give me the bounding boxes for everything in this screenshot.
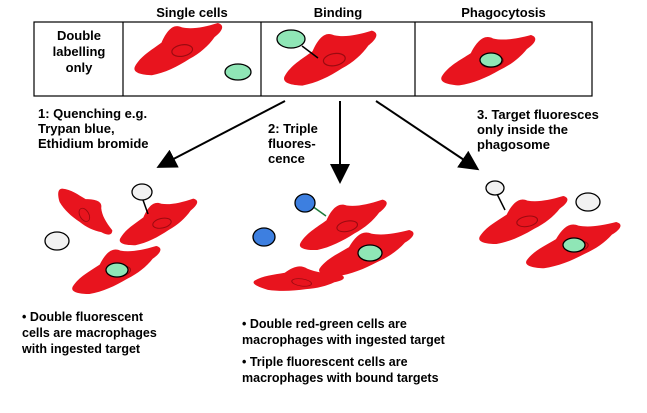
macrophage-cell (479, 195, 568, 245)
cell-body (479, 195, 568, 245)
binding-link (301, 45, 319, 59)
header-binding: Binding (313, 5, 363, 20)
header-phagocytosis: Phagocytosis (461, 5, 546, 20)
arrow-quenching (156, 100, 286, 168)
target-blue (252, 227, 276, 247)
cell-body (299, 199, 387, 251)
cell-body (134, 23, 223, 76)
target-blue-bound (294, 193, 316, 213)
method-1-label: 1: Quenching e.g. Trypan blue, Ethidium … (38, 106, 149, 151)
target-green-ingested (562, 237, 586, 253)
cell-body (58, 188, 113, 235)
target-green-ingested (105, 262, 129, 278)
macrophage-cell (299, 199, 387, 251)
cell-body (284, 30, 377, 86)
target-white (44, 231, 70, 251)
binding-link (142, 199, 149, 215)
arrow-phagosome (375, 100, 480, 171)
target-white (575, 192, 601, 212)
macrophage-cell (58, 188, 113, 235)
target-white-bound (485, 180, 505, 196)
cell-nucleus (336, 220, 359, 233)
cell-nucleus (322, 52, 346, 67)
row-label-double-labelling: Double labelling only (52, 28, 106, 75)
cell-nucleus (78, 207, 91, 222)
cell-nucleus (171, 44, 194, 58)
target-white-bound (131, 183, 153, 201)
header-single-cells: Single cells (156, 5, 228, 20)
cell-nucleus (516, 215, 539, 228)
cell-nucleus (152, 217, 172, 229)
bullet-middle-2: • Triple fluorescent cells are macrophag… (242, 355, 439, 385)
method-2-label: 2: Triple fluores- cence (268, 121, 318, 166)
target-green (224, 63, 252, 81)
target-green-bound (276, 29, 306, 49)
cells-layer (44, 23, 621, 295)
macrophage-cell (253, 266, 344, 291)
binding-link (496, 193, 506, 211)
target-green-ingested (357, 244, 383, 262)
target-green-ingested (479, 52, 503, 68)
cell-nucleus (291, 278, 312, 287)
arrows (156, 100, 480, 184)
top-table (33, 21, 593, 97)
method-3-label: 3. Target fluoresces only inside the pha… (477, 107, 599, 152)
cell-body (119, 198, 198, 246)
macrophage-cell (134, 23, 223, 76)
bullet-left: • Double fluorescent cells are macrophag… (22, 310, 157, 356)
bullet-middle-1: • Double red-green cells are macrophages… (242, 317, 445, 347)
macrophage-cell (284, 30, 377, 86)
macrophage-cell (119, 198, 198, 246)
